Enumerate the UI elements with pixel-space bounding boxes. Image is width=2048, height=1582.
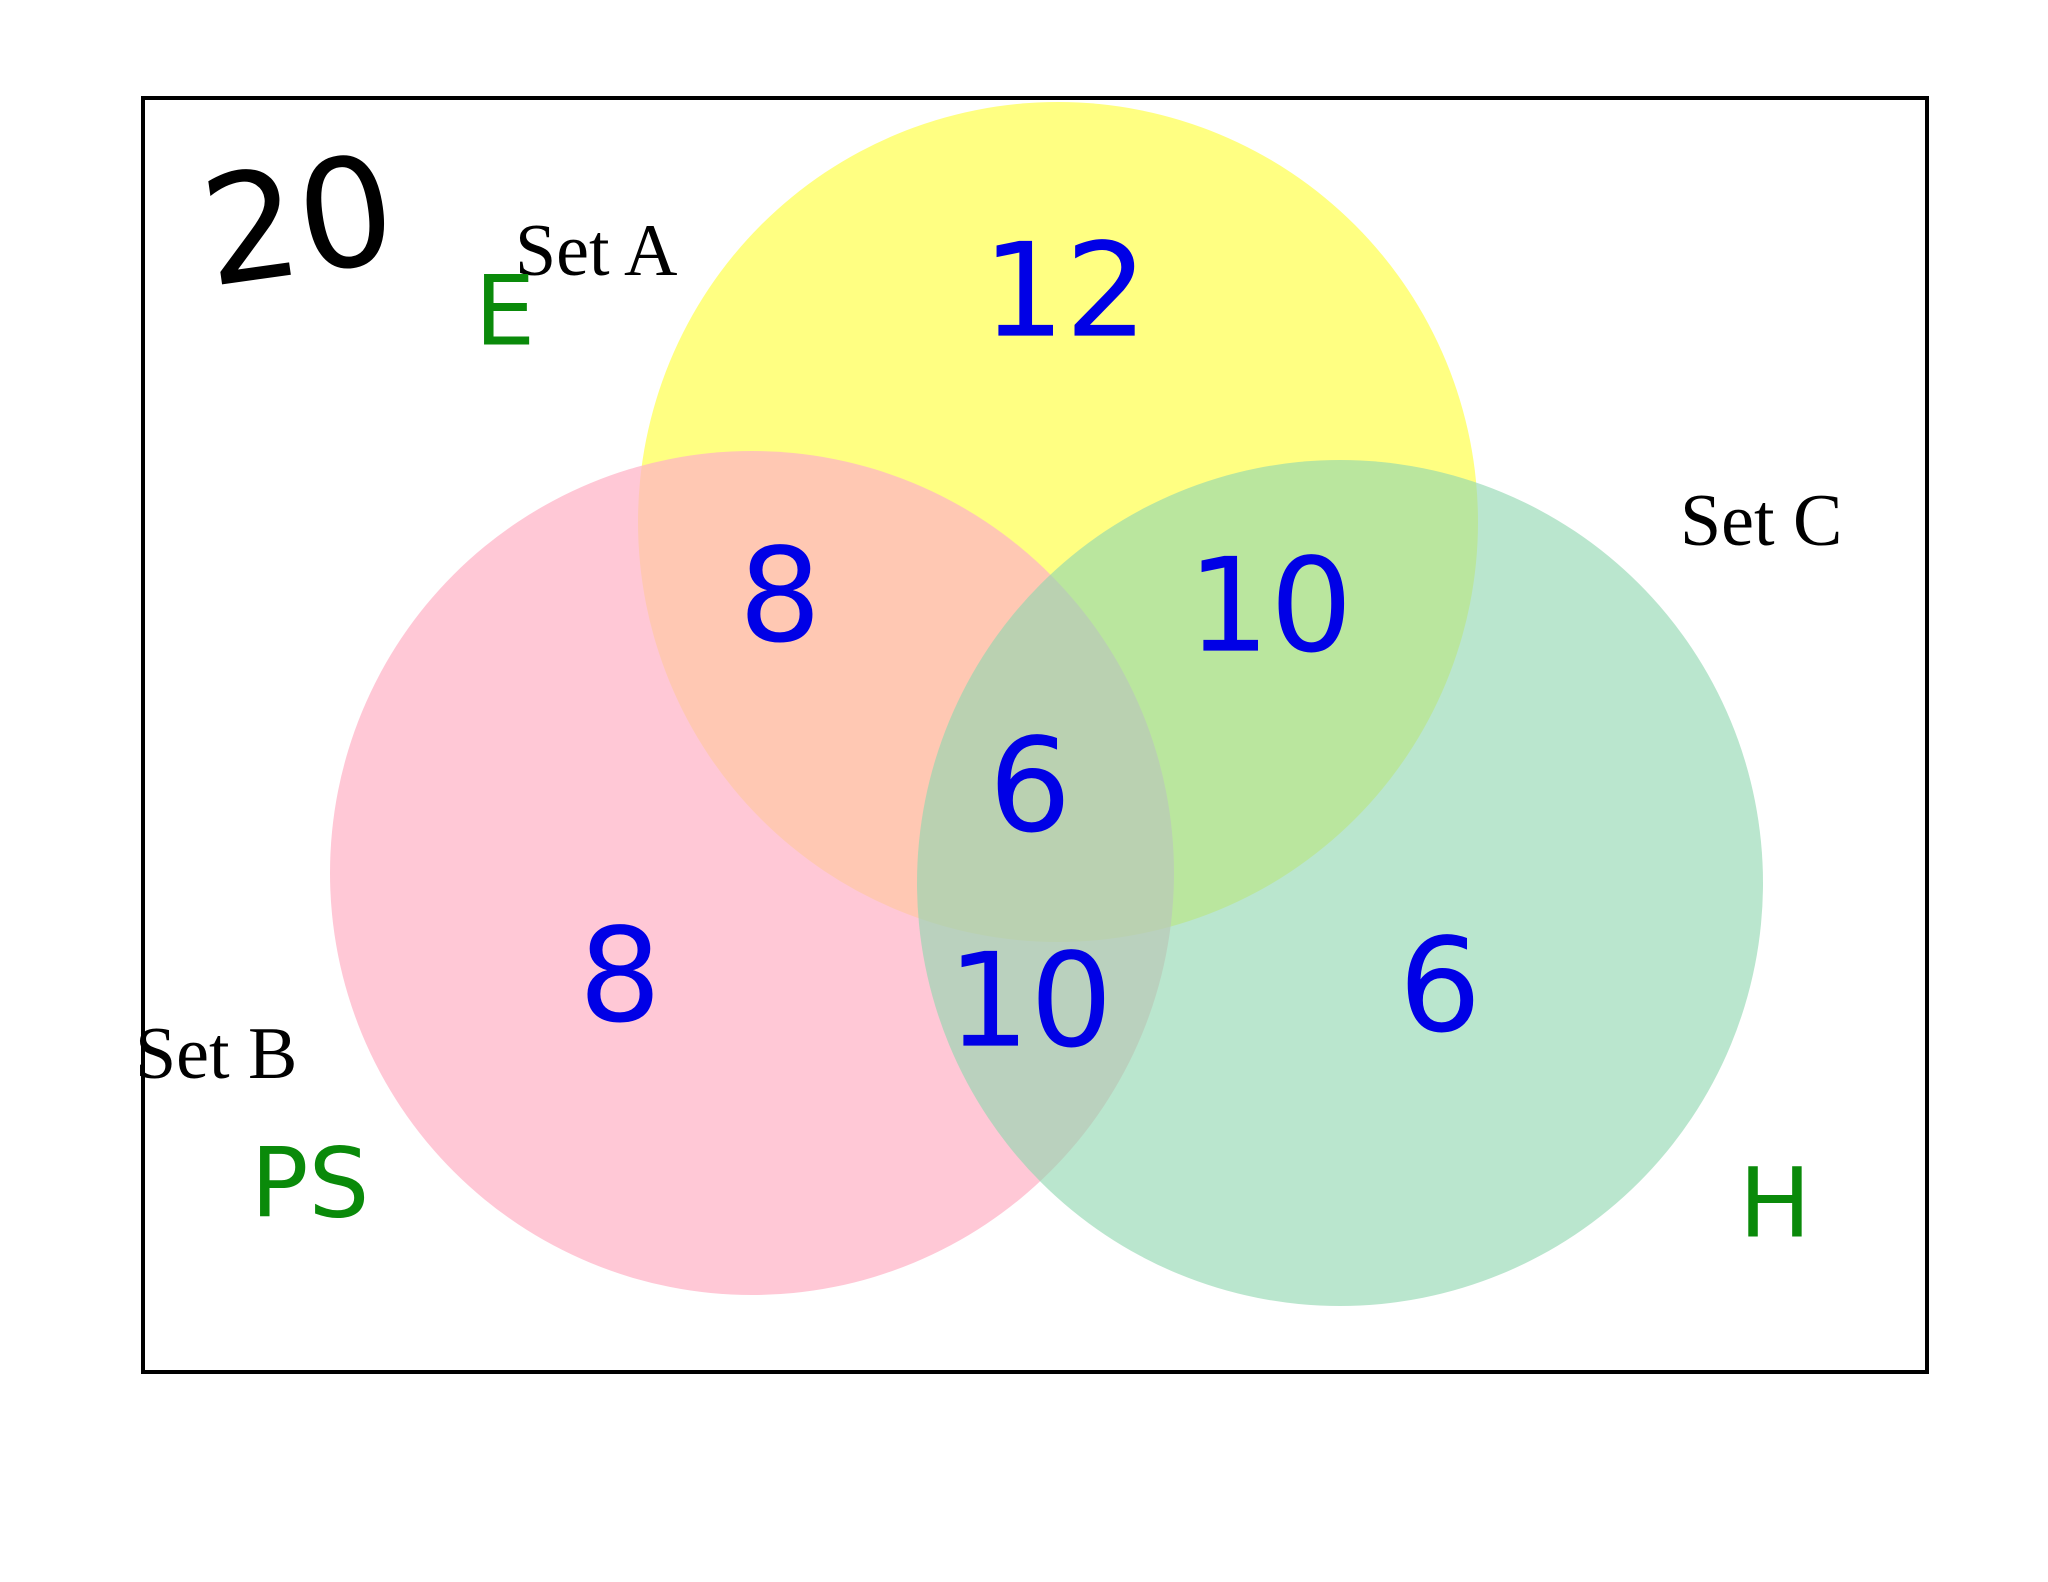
set-c-annotation: H: [1739, 1147, 1811, 1259]
set-c-circle: [917, 460, 1763, 1306]
region-bc: 10: [947, 925, 1112, 1077]
region-a-only: 12: [982, 215, 1147, 367]
set-b-circle: [330, 451, 1174, 1295]
set-c-label: Set C: [1680, 480, 1842, 562]
region-ab: 8: [739, 520, 822, 672]
universe-letter: E: [475, 255, 536, 367]
region-ac: 10: [1187, 530, 1352, 682]
set-b-annotation: PS: [251, 1127, 370, 1239]
region-b-only: 8: [579, 900, 662, 1052]
region-c-only: 6: [1399, 910, 1482, 1062]
set-a-label: Set A: [515, 210, 677, 292]
universe-total: 20: [192, 123, 405, 322]
region-abc: 6: [989, 710, 1072, 862]
set-b-label: Set B: [135, 1013, 297, 1095]
